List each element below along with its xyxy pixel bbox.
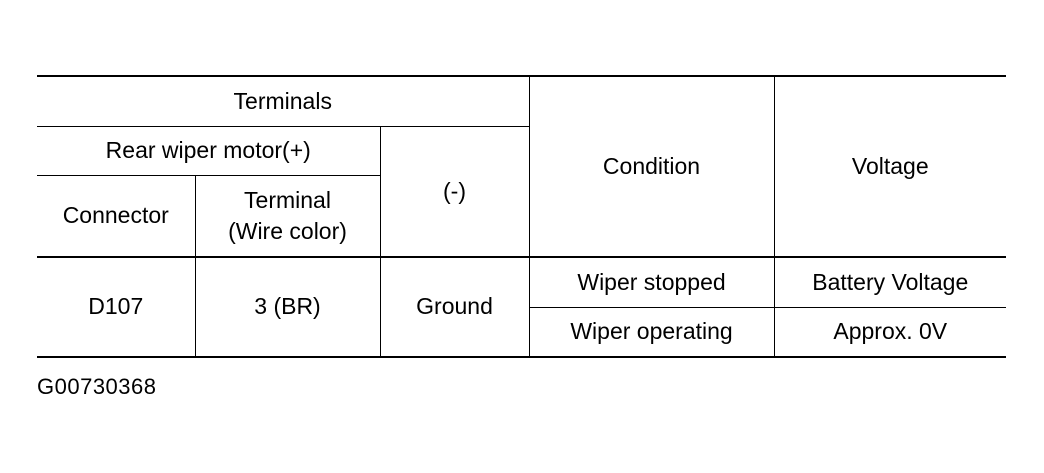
header-condition: Condition	[528, 75, 775, 258]
figure-code: G00730368	[37, 374, 157, 399]
cell-condition: Wiper operating	[529, 307, 775, 358]
header-terminals: Terminals	[37, 75, 530, 127]
header-row-3: Connector Terminal (Wire color)	[37, 175, 1006, 258]
header-negative: (-)	[379, 126, 530, 258]
header-terminal-line1: Terminal	[244, 186, 331, 213]
cell-voltage: Approx. 0V	[773, 307, 1007, 358]
cell-negative: Ground	[379, 256, 530, 358]
cell-connector: D107	[37, 256, 196, 358]
cell-voltage: Battery Voltage	[773, 256, 1007, 308]
header-terminal-wire-color: Terminal (Wire color)	[194, 175, 381, 258]
terminal-voltage-table: Terminals Condition Voltage Rear wiper m…	[37, 75, 1007, 358]
table-row: Wiper operating Approx. 0V	[37, 307, 1007, 358]
cell-terminal: 3 (BR)	[194, 256, 381, 358]
header-row-2: Rear wiper motor(+) (-)	[37, 126, 1006, 258]
table-row: D107 3 (BR) Ground Wiper stopped Battery…	[37, 256, 1007, 358]
header-terminal-line2: (Wire color)	[228, 218, 347, 244]
header-voltage: Voltage	[773, 75, 1007, 258]
header-row-1: Terminals Condition Voltage	[37, 75, 1007, 258]
header-rear-wiper-motor: Rear wiper motor(+)	[37, 126, 381, 176]
cell-condition: Wiper stopped	[528, 256, 775, 308]
header-connector: Connector	[37, 175, 196, 258]
